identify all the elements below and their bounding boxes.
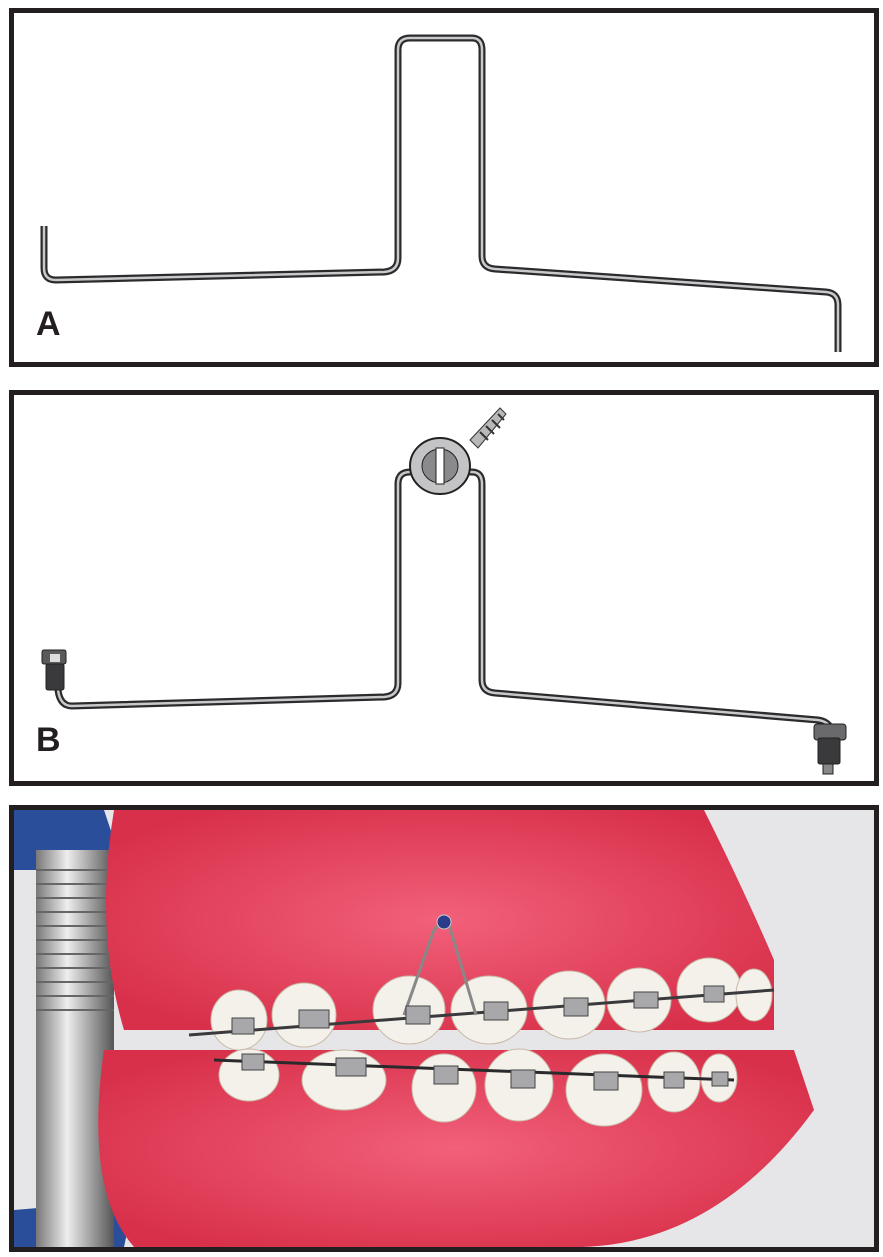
t-loop-wire-with-screw-drawing [41,407,847,775]
upper-archwire [188,988,775,1037]
brackets [231,985,729,1091]
right-bracket-icon [813,723,847,775]
panel-a-wire-illustration: A [9,8,879,367]
articulator-screw [36,850,114,1247]
miniscrew-head [436,914,452,930]
panel-label-b: B [36,721,61,759]
panel-b-wire-with-anchors: B [9,390,879,786]
t-loop-wire-drawing [40,34,842,352]
left-bracket-icon [41,649,67,691]
upper-teeth [210,957,773,1051]
mini-screw-icon [409,407,507,495]
panel-label-a: A [36,305,61,343]
dental-model-photo [14,810,874,1247]
panel-c-clinical-photo [9,805,879,1252]
lower-archwire [213,1058,735,1082]
